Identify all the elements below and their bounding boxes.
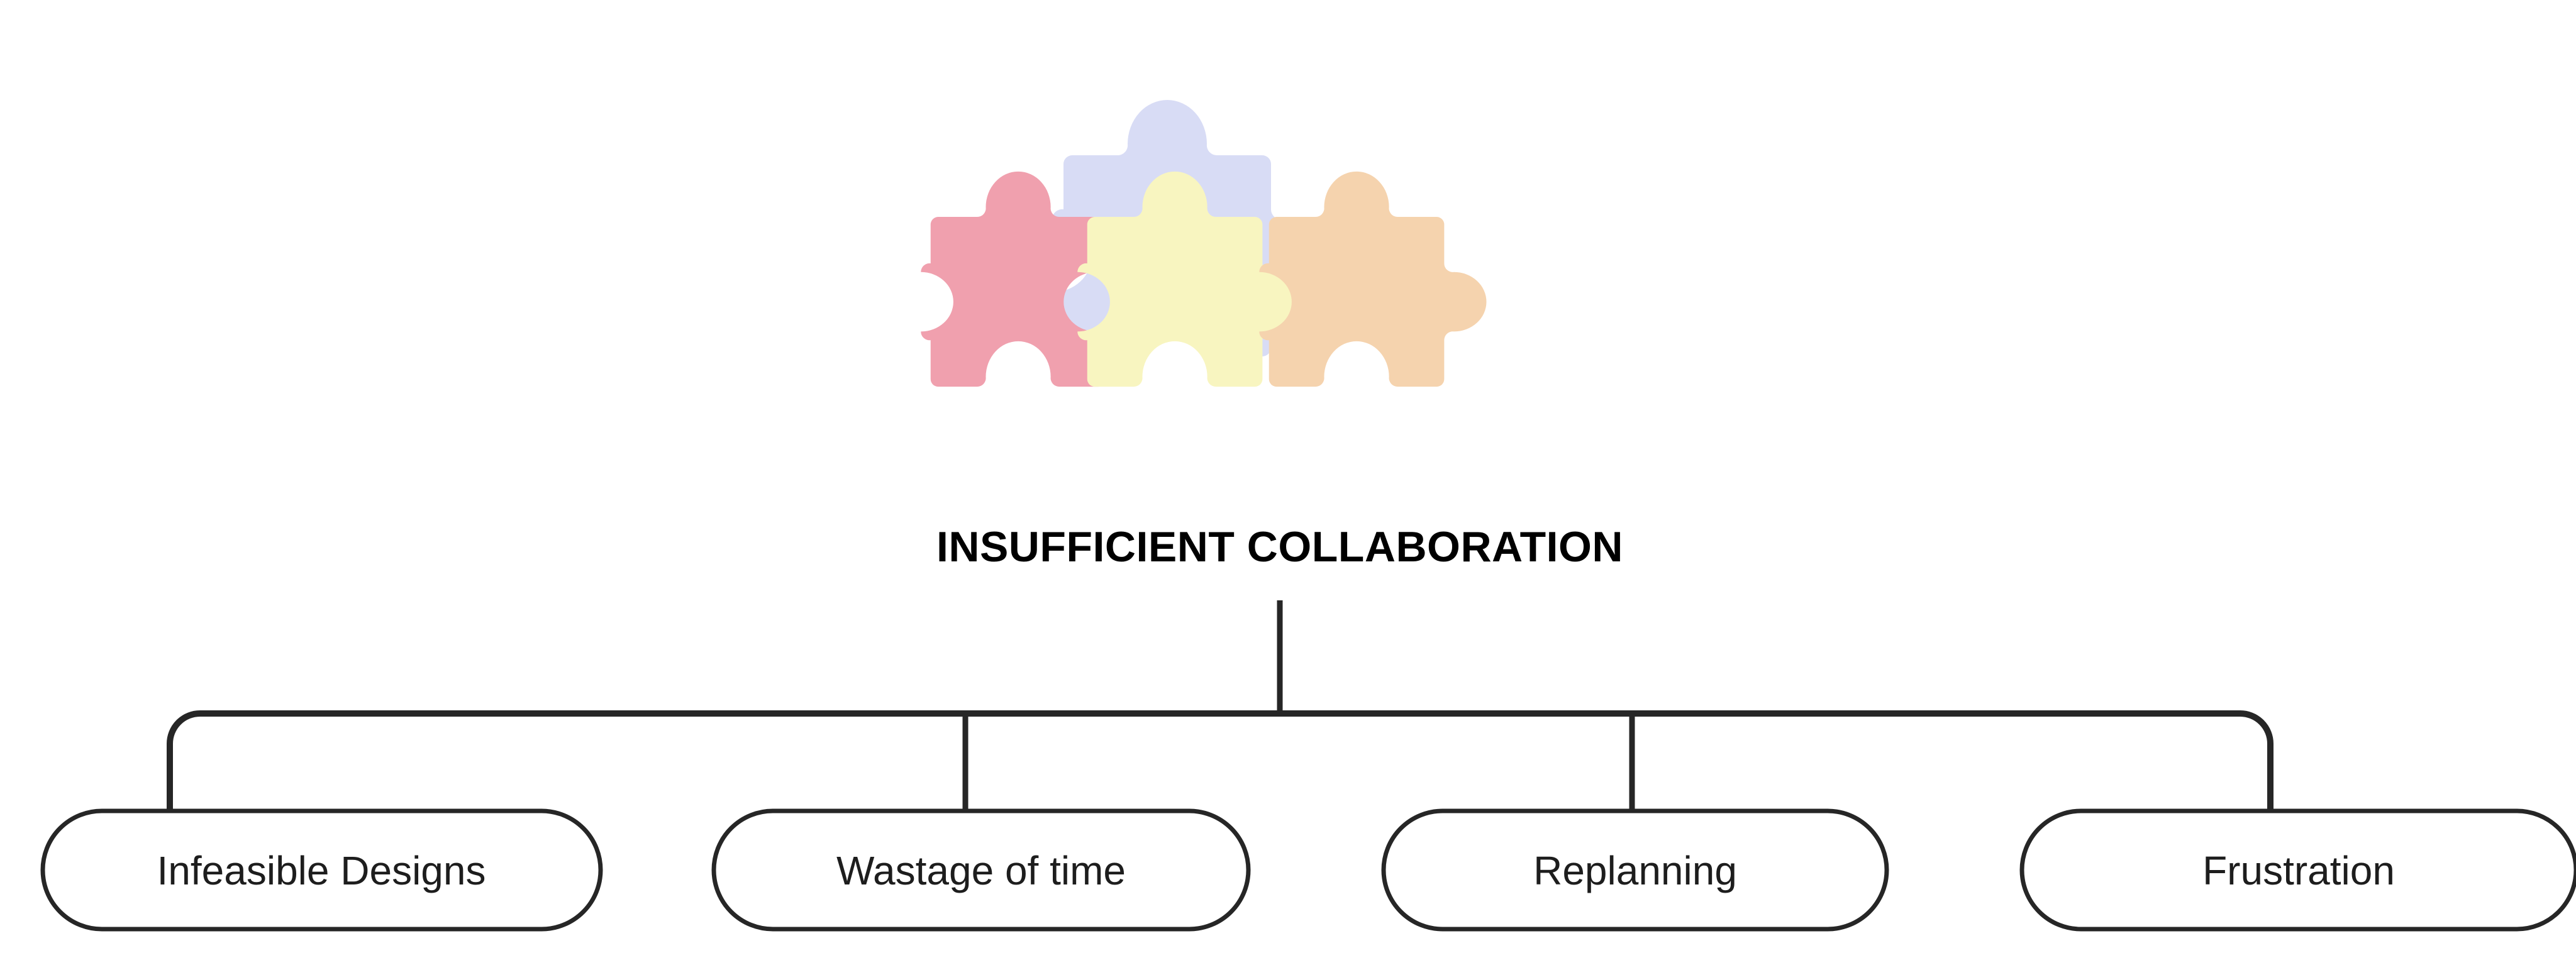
node-replanning[interactable]: Replanning [1381, 808, 1889, 932]
node-infeasible-designs[interactable]: Infeasible Designs [40, 808, 603, 932]
node-label: Replanning [1533, 848, 1737, 893]
node-pill-shape[interactable] [2019, 808, 2576, 932]
piece-right-peach-icon [1259, 171, 1487, 387]
node-wastage-of-time[interactable]: Wastage of time [711, 808, 1251, 932]
node-frustration[interactable]: Frustration [2019, 808, 2576, 932]
node-pill-shape[interactable] [1381, 808, 1889, 932]
piece-mid-yellow-icon [1077, 171, 1305, 387]
node-pill-shape[interactable] [711, 808, 1251, 932]
connector-horizontal-bar [167, 710, 2273, 811]
connector-group [167, 600, 2273, 811]
node-pill-shape[interactable] [40, 808, 603, 932]
piece-left-pink-icon [921, 171, 1106, 387]
child-nodes-group: Infeasible Designs Wastage of time Repla… [40, 808, 2576, 932]
node-label: Infeasible Designs [157, 848, 486, 893]
node-label: Wastage of time [836, 848, 1126, 893]
puzzle-pieces-cluster [921, 100, 1487, 387]
root-title: INSUFFICIENT COLLABORATION [936, 523, 1623, 571]
node-label: Frustration [2202, 848, 2395, 893]
